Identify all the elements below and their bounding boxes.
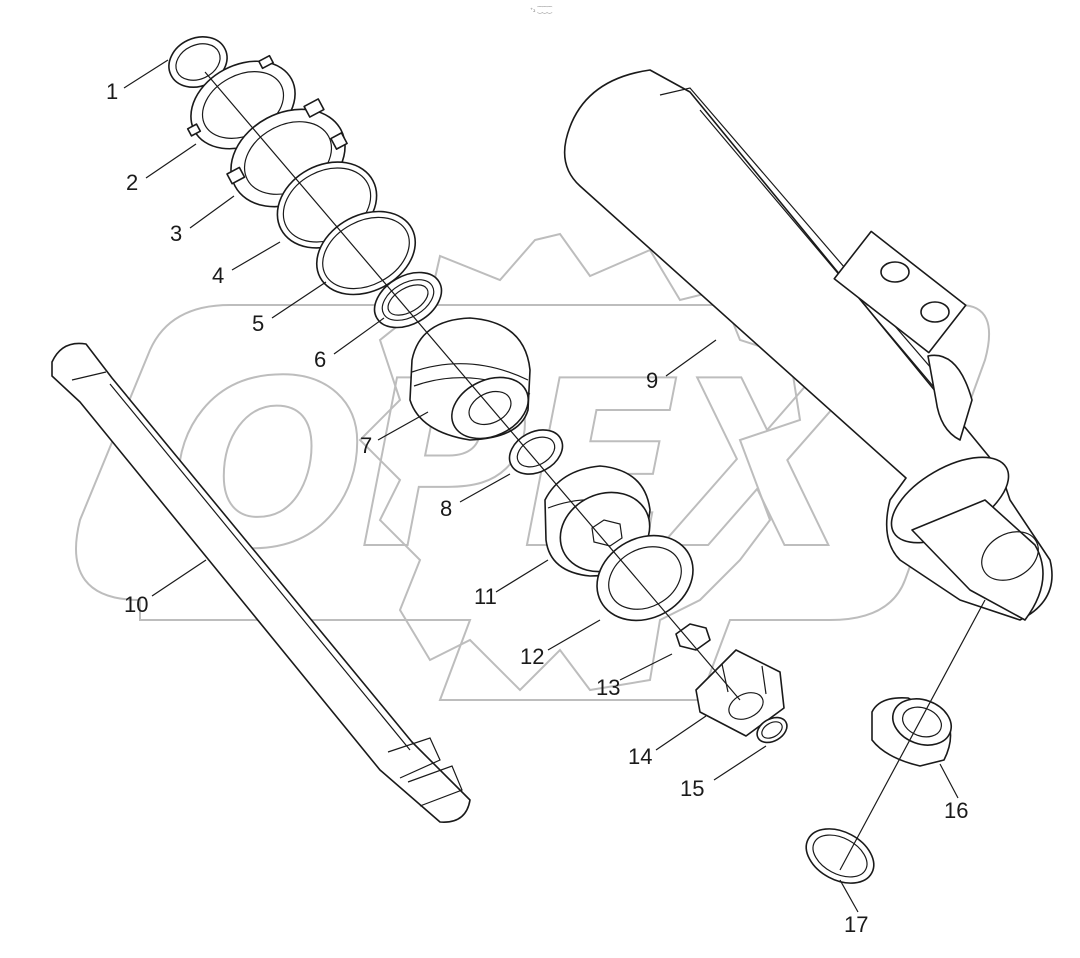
callout-14: 14 — [628, 744, 652, 769]
callout-16: 16 — [944, 798, 968, 823]
callout-4: 4 — [212, 263, 224, 288]
part-8-ring — [508, 429, 564, 475]
callout-2: 2 — [126, 170, 138, 195]
part-14-castle-nut — [695, 649, 785, 737]
callout-8: 8 — [440, 496, 452, 521]
callout-13: 13 — [596, 675, 620, 700]
callout-9: 9 — [646, 368, 658, 393]
callout-12: 12 — [520, 644, 544, 669]
part-15-washer — [756, 716, 788, 744]
part-10-piston-rod — [51, 342, 471, 823]
part-17-snap-ring — [805, 828, 875, 884]
callout-labels: 1 2 3 4 5 6 7 8 9 10 11 12 13 14 15 16 1… — [106, 79, 968, 937]
top-mark: ⁺₂ ⁐⁐⁐ — [530, 7, 553, 14]
callout-3: 3 — [170, 221, 182, 246]
callout-17: 17 — [844, 912, 868, 937]
part-9-cylinder-barrel — [563, 69, 1053, 621]
part-16-bushing — [871, 696, 952, 767]
callout-1: 1 — [106, 79, 118, 104]
part-13-washer — [675, 623, 711, 651]
assembly-axis-lines — [204, 71, 986, 871]
part-6-seal — [373, 271, 443, 329]
callout-11: 11 — [474, 584, 497, 609]
part-12-ring — [596, 534, 694, 622]
callout-7: 7 — [360, 433, 372, 458]
callout-15: 15 — [680, 776, 704, 801]
callout-10: 10 — [124, 592, 148, 617]
callout-6: 6 — [314, 347, 326, 372]
callout-5: 5 — [252, 311, 264, 336]
leader-lines — [123, 59, 959, 913]
